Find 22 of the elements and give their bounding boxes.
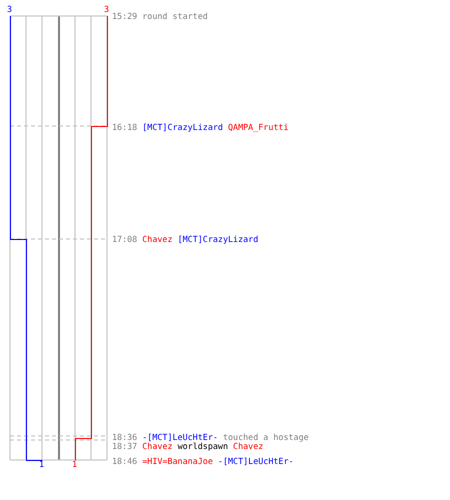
timestamp: 15:29 bbox=[112, 11, 138, 21]
player-name: [MCT]CrazyLizard bbox=[142, 122, 223, 132]
timestamp: 17:08 bbox=[112, 234, 138, 244]
player-name: QAMPA_Frutti bbox=[228, 122, 289, 132]
timestamp: 18:46 bbox=[112, 456, 138, 466]
event-text: touched a hostage bbox=[222, 432, 309, 442]
event-text: worldspawn bbox=[178, 441, 228, 451]
player-name: [MCT]CrazyLizard bbox=[178, 234, 258, 244]
player-name: Chavez bbox=[142, 234, 173, 244]
timestamp: 18:37 bbox=[112, 441, 138, 451]
player-name: -[MCT]LeUcHtEr- bbox=[142, 432, 218, 442]
timestamp: 18:36 bbox=[112, 432, 138, 442]
player-name: =HIV=BananaJoe bbox=[142, 456, 213, 466]
score-number: 3 bbox=[7, 4, 12, 14]
player-name: Chavez bbox=[142, 441, 173, 451]
score-number: 1 bbox=[39, 459, 44, 469]
score-number: 3 bbox=[104, 4, 110, 14]
player-name: Chavez bbox=[233, 441, 264, 451]
timestamp: 16:18 bbox=[112, 122, 138, 132]
player-name: -[MCT]LeUcHtEr- bbox=[218, 456, 294, 466]
score-number: 1 bbox=[72, 459, 78, 469]
event-text: round started bbox=[142, 11, 208, 21]
